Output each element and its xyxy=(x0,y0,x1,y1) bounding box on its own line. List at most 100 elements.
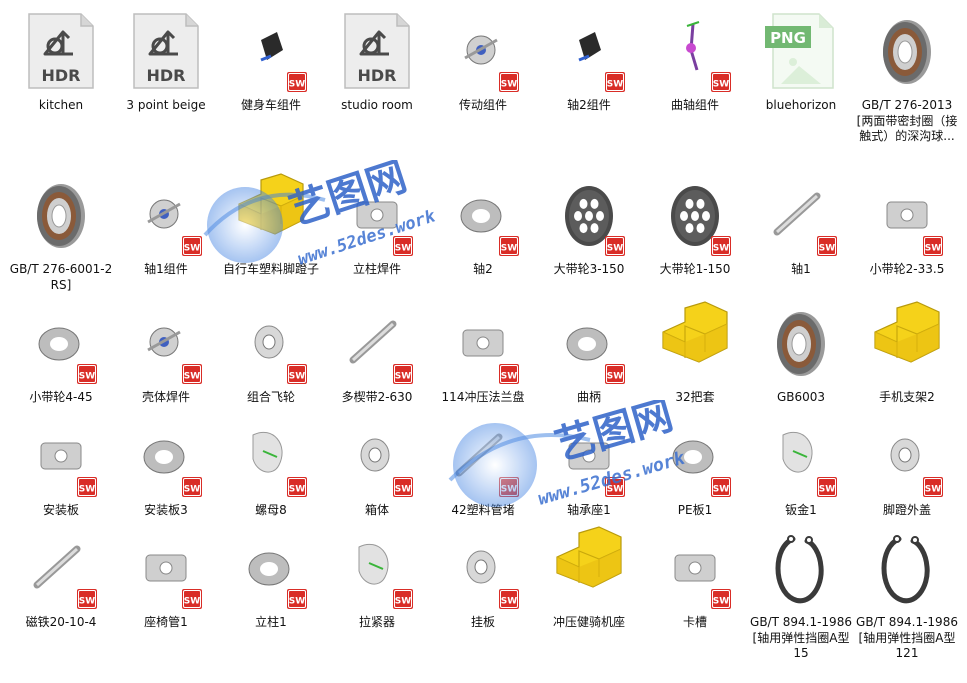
sw-part-icon: SW xyxy=(445,527,521,609)
file-item-label: bluehorizon xyxy=(765,98,837,112)
bearing-icon xyxy=(23,174,99,256)
solidworks-badge-icon: SW xyxy=(605,236,625,256)
sw-part-icon: SW xyxy=(657,415,733,497)
svg-text:SW: SW xyxy=(184,597,200,607)
file-item-label: 健身车组件 xyxy=(240,98,301,112)
file-item-label: 安装板3 xyxy=(144,503,188,517)
file-item-label: 大带轮1-150 xyxy=(659,262,731,276)
svg-text:SW: SW xyxy=(819,485,835,495)
solidworks-badge-icon: SW xyxy=(182,589,202,609)
solidworks-badge-icon: SW xyxy=(711,236,731,256)
svg-text:SW: SW xyxy=(713,244,729,254)
file-item-label: 螺母8 xyxy=(255,503,287,517)
file-item-label: 手机支架2 xyxy=(879,390,935,404)
solidworks-badge-icon: SW xyxy=(393,364,413,384)
solidworks-badge-icon: SW xyxy=(499,364,519,384)
solidworks-badge-icon: SW xyxy=(605,72,625,92)
sw-part-icon: SW xyxy=(339,527,415,609)
sw-part-icon xyxy=(869,301,945,384)
sw-part-icon: SW xyxy=(763,415,839,497)
svg-text:SW: SW xyxy=(79,597,95,607)
solidworks-badge-icon: SW xyxy=(77,364,97,384)
svg-text:SW: SW xyxy=(289,597,305,607)
svg-text:SW: SW xyxy=(607,485,623,495)
file-item-label: GB/T 276-6001-2RS] xyxy=(9,262,113,292)
svg-text:SW: SW xyxy=(395,597,411,607)
svg-text:SW: SW xyxy=(501,597,517,607)
svg-text:SW: SW xyxy=(395,485,411,495)
solidworks-badge-icon: SW xyxy=(393,477,413,497)
bearing-icon xyxy=(869,10,945,92)
sw-part-icon: SW xyxy=(869,415,945,497)
hdr-file-icon: HDR xyxy=(23,10,99,92)
solidworks-badge-icon: SW xyxy=(605,477,625,497)
solidworks-badge-icon: SW xyxy=(393,236,413,256)
bearing-icon xyxy=(763,302,839,384)
file-item-label: 大带轮3-150 xyxy=(553,262,625,276)
svg-text:SW: SW xyxy=(925,244,941,254)
file-item-label: 曲轴组件 xyxy=(670,98,719,112)
sw-part-icon xyxy=(551,526,627,609)
solidworks-badge-icon: SW xyxy=(393,589,413,609)
sw-assembly-icon: SW xyxy=(551,10,627,92)
svg-text:HDR: HDR xyxy=(358,66,397,85)
svg-text:SW: SW xyxy=(184,244,200,254)
solidworks-badge-icon: SW xyxy=(287,589,307,609)
svg-text:HDR: HDR xyxy=(42,66,81,85)
svg-text:SW: SW xyxy=(501,244,517,254)
file-item-label: 32把套 xyxy=(675,390,715,404)
file-item-label: 拉紧器 xyxy=(358,615,395,629)
file-item-label: 立柱焊件 xyxy=(352,262,401,276)
svg-text:SW: SW xyxy=(289,372,305,382)
solidworks-badge-icon: SW xyxy=(923,477,943,497)
solidworks-badge-icon: SW xyxy=(287,72,307,92)
solidworks-badge-icon: SW xyxy=(923,236,943,256)
file-item-label: PE板1 xyxy=(677,503,713,517)
solidworks-badge-icon: SW xyxy=(711,477,731,497)
svg-text:SW: SW xyxy=(79,485,95,495)
file-item-label: 卡槽 xyxy=(682,615,707,629)
svg-text:SW: SW xyxy=(501,372,517,382)
file-item-label: 轴承座1 xyxy=(567,503,611,517)
file-item-label: 安装板 xyxy=(42,503,79,517)
svg-text:SW: SW xyxy=(607,80,623,90)
file-item-label: 座椅管1 xyxy=(144,615,188,629)
file-item-label: 轴1 xyxy=(791,262,811,276)
file-item-label: 传动组件 xyxy=(458,98,507,112)
sw-part-icon: SW xyxy=(23,527,99,609)
sw-part-icon: SW xyxy=(128,415,204,497)
sw-part-icon: SW xyxy=(233,302,309,384)
sw-part-icon: SW xyxy=(233,415,309,497)
sw-part-icon: SW xyxy=(763,174,839,256)
svg-text:SW: SW xyxy=(501,80,517,90)
png-file-icon: PNG xyxy=(763,10,839,92)
file-item-label: 磁铁20-10-4 xyxy=(25,615,97,629)
file-item-label: 冲压健骑机座 xyxy=(552,615,625,629)
solidworks-badge-icon: SW xyxy=(287,477,307,497)
svg-text:SW: SW xyxy=(395,244,411,254)
solidworks-badge-icon: SW xyxy=(182,477,202,497)
file-item-label: 轴2组件 xyxy=(567,98,611,112)
file-item-label: 壳体焊件 xyxy=(141,390,190,404)
solidworks-badge-icon: SW xyxy=(182,364,202,384)
solidworks-badge-icon: SW xyxy=(182,236,202,256)
file-item-label: 轴2 xyxy=(473,262,493,276)
svg-text:SW: SW xyxy=(184,485,200,495)
svg-text:SW: SW xyxy=(925,485,941,495)
svg-text:SW: SW xyxy=(289,485,305,495)
file-item-label: 曲柄 xyxy=(576,390,601,404)
file-item-label: 脚蹬外盖 xyxy=(882,503,931,517)
sw-part-icon: SW xyxy=(339,302,415,384)
sw-part-icon: SW xyxy=(23,302,99,384)
svg-text:HDR: HDR xyxy=(147,66,186,85)
svg-text:SW: SW xyxy=(713,485,729,495)
sw-part-icon: SW xyxy=(339,415,415,497)
sw-part-icon: SW xyxy=(233,527,309,609)
solidworks-badge-icon: SW xyxy=(711,72,731,92)
file-item-label: kitchen xyxy=(38,98,84,112)
file-item-label: 42塑料管堵 xyxy=(451,503,515,517)
sw-part-icon: SW xyxy=(445,415,521,497)
file-item-label: 自行车塑料脚蹬子 xyxy=(222,262,319,276)
solidworks-badge-icon: SW xyxy=(77,477,97,497)
sw-part-icon: SW xyxy=(128,527,204,609)
